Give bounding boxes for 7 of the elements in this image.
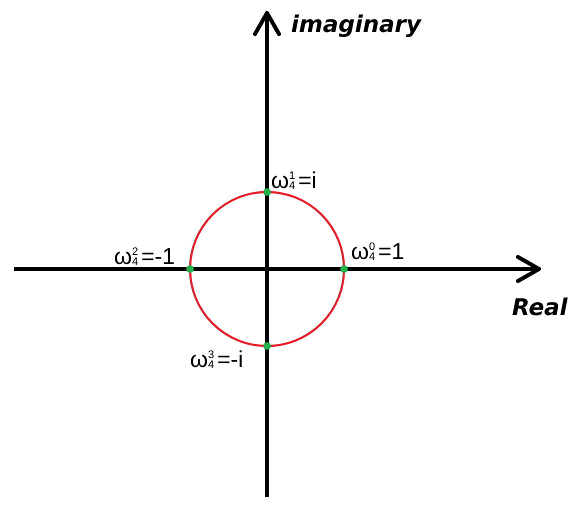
root-label: ω$^{1}$$_{4}$=i [271,169,317,192]
unit-circle [188,190,346,348]
axis-label: Real [512,297,568,320]
root-label: ω$^{2}$$_{4}$=-1 [114,245,175,268]
root-label: ω$^{0}$$_{4}$=1 [351,240,404,263]
root-label: ω$^{3}$$_{4}$=-i [190,348,244,371]
axis-label: imaginary [291,14,421,37]
